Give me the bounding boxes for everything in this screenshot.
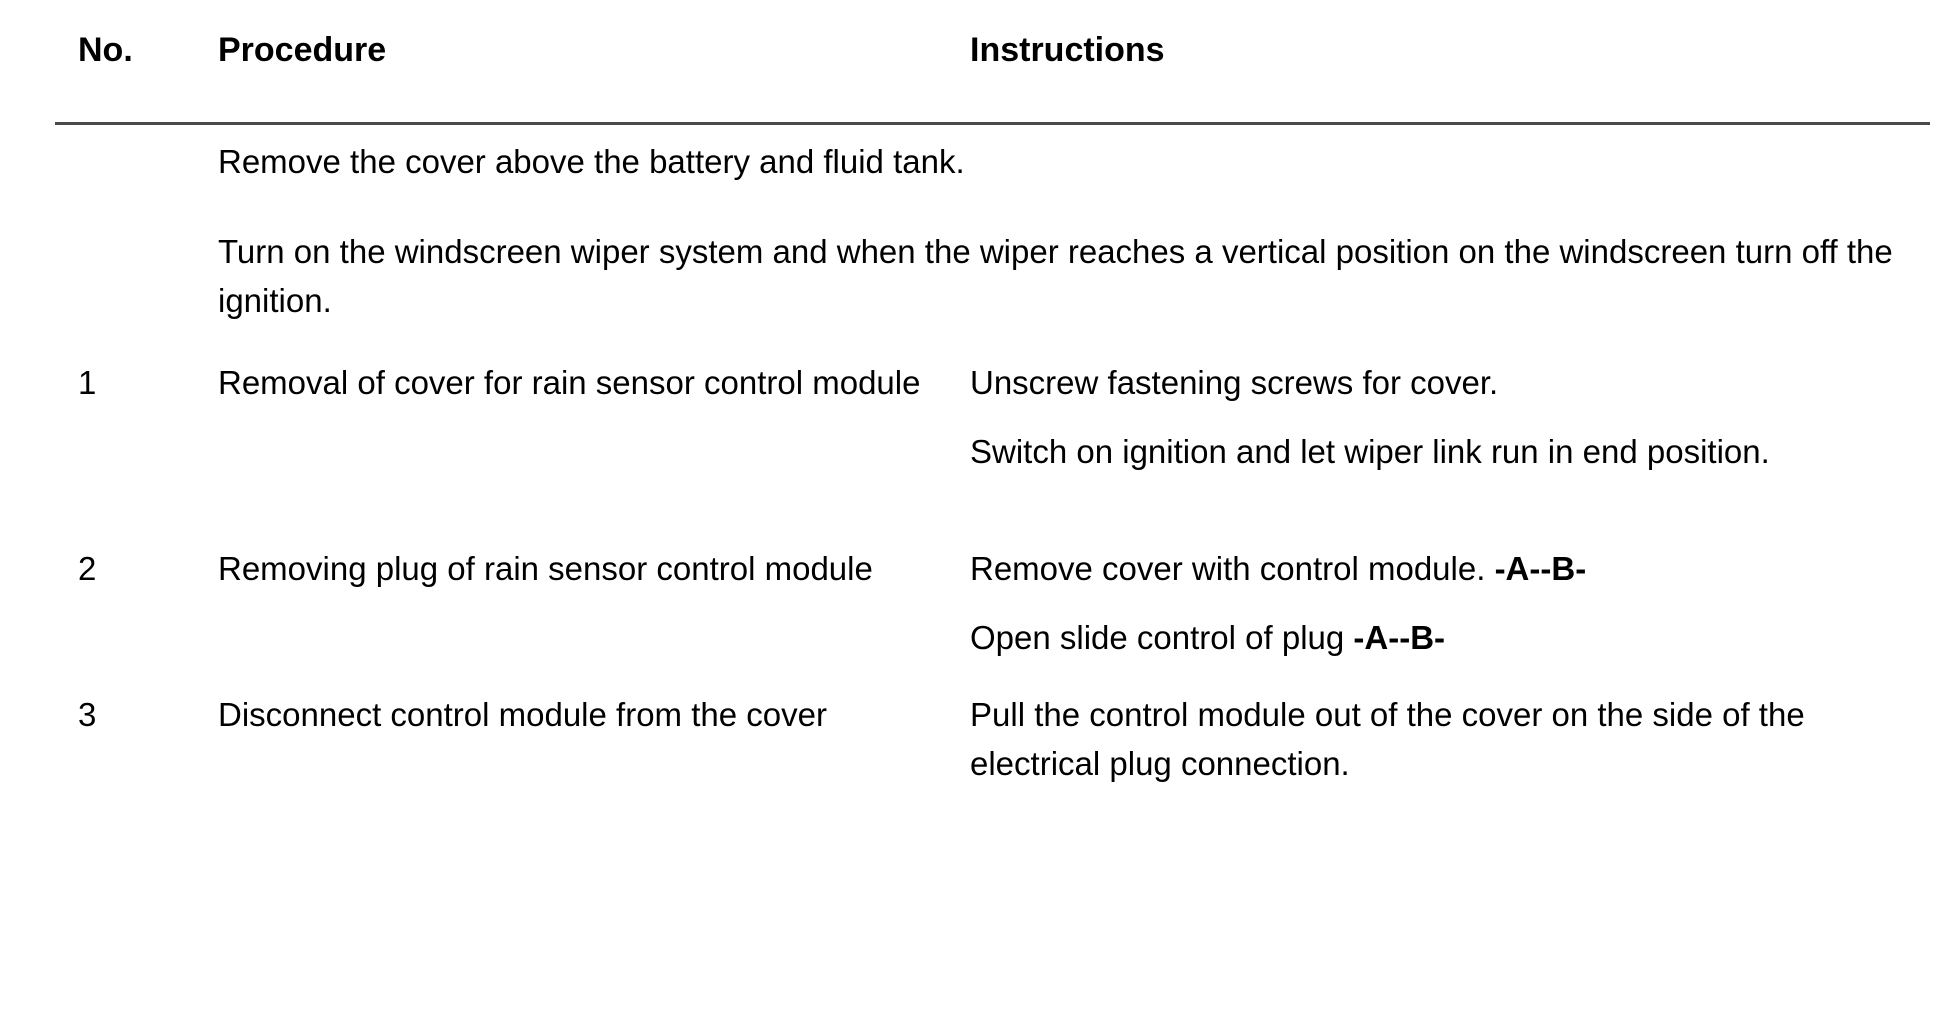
cell-instructions: Pull the control module out of the cover… [970,690,1930,788]
column-header-procedure: Procedure [218,31,387,69]
instruction-text: Open slide control of plug [970,619,1354,656]
cell-procedure: Remove the cover above the battery and f… [218,143,965,180]
instruction-paragraph: Remove cover with control module. -A--B- [970,544,1930,593]
cell-procedure: Turn on the windscreen wiper system and … [218,233,1893,319]
instruction-paragraph: Switch on ignition and let wiper link ru… [970,427,1930,476]
instruction-paragraph: Pull the control module out of the cover… [970,690,1930,788]
cell-procedure: Removal of cover for rain sensor control… [218,364,921,401]
instruction-paragraph: Open slide control of plug -A--B- [970,613,1930,662]
instruction-text: Unscrew fastening screws for cover. [970,364,1499,401]
instruction-text: Remove cover with control module. [970,550,1495,587]
instruction-text: Pull the control module out of the cover… [970,696,1805,782]
cell-no: 3 [78,696,97,733]
column-header-no: No. [78,31,133,69]
header-divider [55,122,1930,125]
cell-no: 2 [78,550,97,587]
cell-no: 1 [78,364,97,401]
cell-instructions: Remove cover with control module. -A--B-… [970,544,1930,662]
column-header-instructions: Instructions [970,31,1165,69]
instruction-marker: -A--B- [1494,550,1587,587]
cell-procedure: Disconnect control module from the cover [218,696,827,733]
cell-procedure: Removing plug of rain sensor control mod… [218,550,873,587]
table-header: No. Procedure Instructions [0,30,1956,92]
instruction-text: Switch on ignition and let wiper link ru… [970,433,1770,470]
instruction-paragraph: Unscrew fastening screws for cover. [970,358,1930,407]
cell-instructions: Unscrew fastening screws for cover. Swit… [970,358,1930,476]
instruction-marker: -A--B- [1353,619,1446,656]
